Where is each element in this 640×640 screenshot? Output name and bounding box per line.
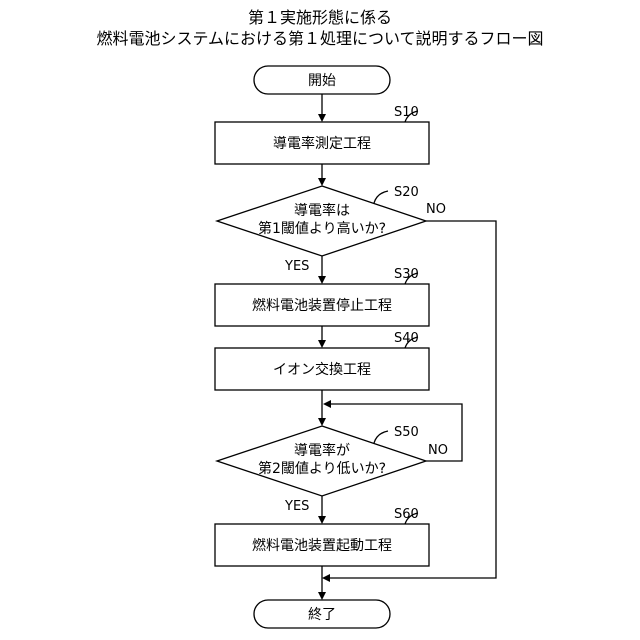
s30-step-label: S30 bbox=[394, 267, 419, 282]
s50-yes-label: YES bbox=[284, 499, 309, 514]
s60-label: 燃料電池装置起動工程 bbox=[252, 537, 392, 554]
title-line-2: 燃料電池システムにおける第１処理について説明するフロー図 bbox=[96, 29, 543, 48]
s50-step-label: S50 bbox=[394, 425, 419, 440]
arrowhead-s20-s30 bbox=[318, 276, 326, 284]
s50-label-line-1: 導電率が bbox=[294, 442, 350, 459]
s20-label-line-2: 第1閾値より高いか? bbox=[258, 220, 386, 237]
s20-step-label: S20 bbox=[394, 185, 419, 200]
s10-label: 導電率測定工程 bbox=[273, 135, 371, 152]
s50-no-label: NO bbox=[428, 443, 448, 458]
s50-step-leader bbox=[374, 431, 388, 443]
s30-label: 燃料電池装置停止工程 bbox=[252, 297, 392, 314]
end-label: 終了 bbox=[308, 607, 336, 623]
s40-step-label: S40 bbox=[394, 331, 419, 346]
arrowhead-s30-s40 bbox=[318, 340, 326, 348]
s10-step-label: S10 bbox=[394, 105, 419, 120]
s20-step-leader bbox=[374, 191, 388, 203]
arrowhead-s50-loop bbox=[323, 400, 331, 408]
title-line-1: 第１実施形態に係る bbox=[248, 8, 392, 27]
arrowhead-s20-no-merge bbox=[322, 574, 330, 582]
arrowhead-s10-s20 bbox=[318, 178, 326, 186]
s40-label: イオン交換工程 bbox=[273, 361, 371, 378]
s20-yes-label: YES bbox=[284, 259, 309, 274]
arrowhead-s50-s60 bbox=[318, 516, 326, 524]
arrowhead-start-s10 bbox=[318, 114, 326, 122]
arrowhead-s40-s50 bbox=[318, 418, 326, 426]
start-label: 開始 bbox=[308, 73, 336, 89]
arrowhead-s60-end bbox=[318, 592, 326, 600]
s50-label-line-2: 第2閾値より低いか? bbox=[258, 460, 386, 477]
s20-no-label: NO bbox=[426, 202, 446, 217]
s60-step-label: S60 bbox=[394, 507, 419, 522]
s20-label-line-1: 導電率は bbox=[294, 202, 350, 219]
